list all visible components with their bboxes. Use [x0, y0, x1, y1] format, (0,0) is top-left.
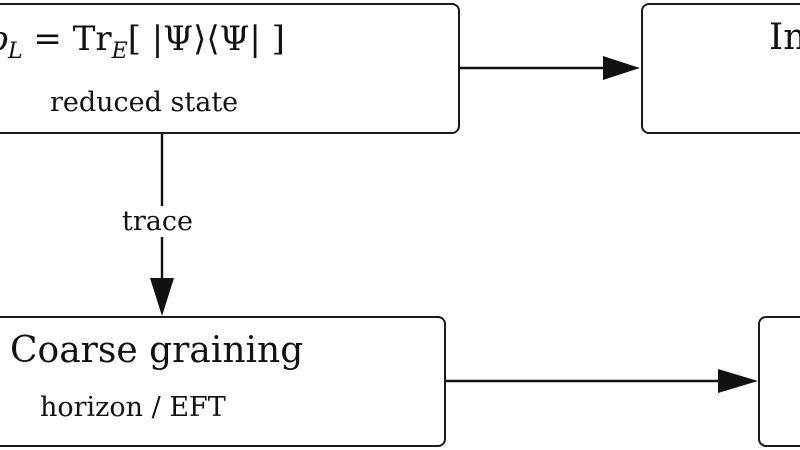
- formula-density-matrix: [ |Ψ⟩⟨Ψ| ]: [127, 19, 285, 59]
- node-reduced-state: ρL = TrE[ |Ψ⟩⟨Ψ| ] reduced state: [0, 3, 460, 134]
- node-top-right: In: [641, 3, 800, 134]
- reduced-state-formula: ρL = TrE[ |Ψ⟩⟨Ψ| ]: [0, 19, 285, 64]
- top-right-title: In: [769, 17, 800, 58]
- node-coarse-graining: Coarse graining horizon / EFT: [0, 316, 446, 447]
- coarse-graining-title: Coarse graining: [10, 330, 304, 371]
- arrowhead-coarse: [150, 278, 174, 316]
- reduced-state-subtitle: reduced state: [50, 87, 239, 118]
- formula-trace-op: = Tr: [22, 19, 112, 59]
- edge-label-trace: trace: [118, 206, 197, 237]
- formula-sub-e: E: [111, 39, 128, 64]
- node-bottom-right: [758, 316, 800, 447]
- arrowhead-topright: [603, 56, 640, 80]
- arrowhead-bottomright: [718, 369, 758, 393]
- formula-rho: ρ: [0, 19, 8, 59]
- formula-sub-l: L: [8, 39, 23, 64]
- coarse-graining-subtitle: horizon / EFT: [40, 392, 226, 423]
